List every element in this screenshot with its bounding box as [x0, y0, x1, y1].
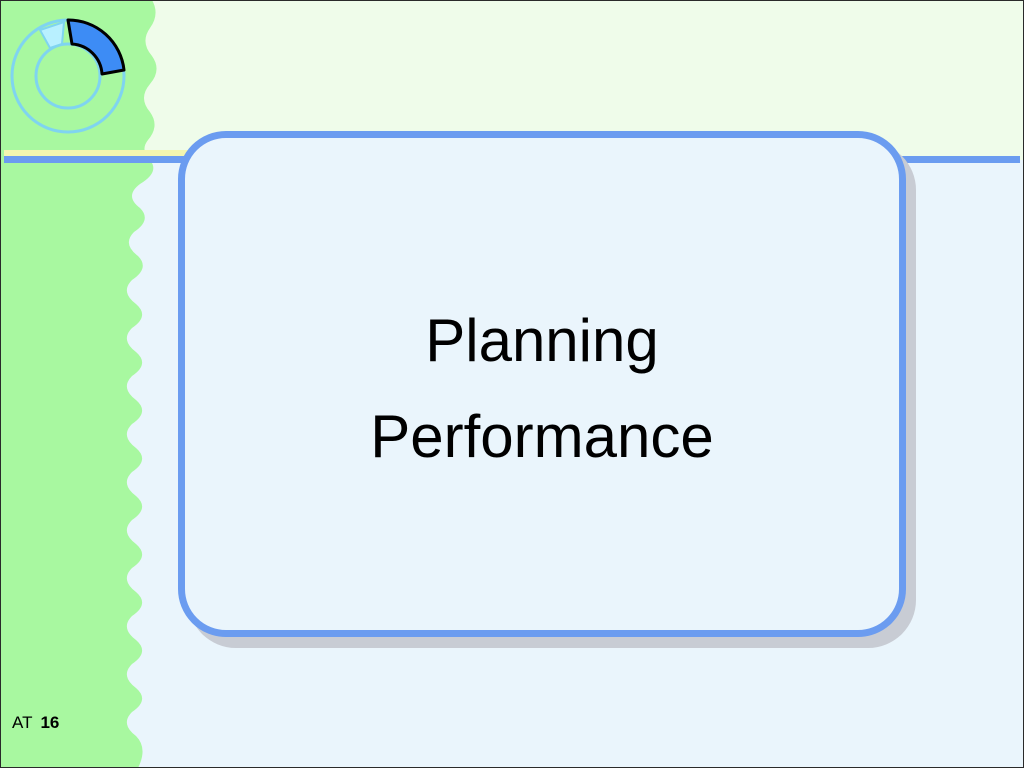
- title-line-2: Performance: [370, 403, 714, 470]
- title-block: Planning Performance: [370, 293, 713, 485]
- cycle-ring-icon: [10, 18, 126, 134]
- slide-footer: AT 16: [12, 713, 59, 733]
- rule-accent: [4, 150, 194, 156]
- wavy-left-strip: [0, 0, 157, 768]
- page-number: 16: [40, 713, 60, 732]
- footer-label: AT: [12, 713, 33, 732]
- title-line-1: Planning: [425, 307, 659, 374]
- title-card: Planning Performance: [178, 131, 906, 637]
